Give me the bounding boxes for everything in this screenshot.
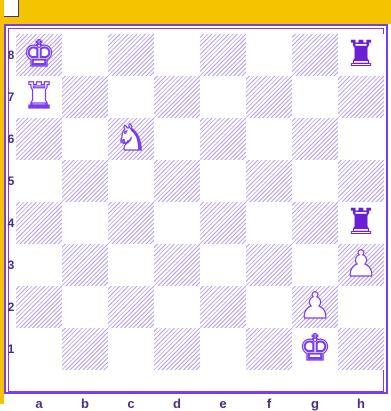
rank-label-3: 3 [6, 244, 16, 286]
square-e5[interactable] [200, 160, 246, 202]
square-c1[interactable] [108, 328, 154, 370]
square-d1[interactable] [154, 328, 200, 370]
square-h1[interactable] [338, 328, 384, 370]
square-f7[interactable] [246, 76, 292, 118]
square-e1[interactable] [200, 328, 246, 370]
white-knight-c6-icon[interactable]: ♞ [108, 118, 154, 160]
square-f3[interactable] [246, 244, 292, 286]
square-e7[interactable] [200, 76, 246, 118]
square-h7[interactable] [338, 76, 384, 118]
square-b1[interactable] [62, 328, 108, 370]
square-d5[interactable] [154, 160, 200, 202]
rank-label-8: 8 [6, 34, 16, 76]
window-notch [4, 0, 19, 17]
square-b4[interactable] [62, 202, 108, 244]
square-f2[interactable] [246, 286, 292, 328]
square-b3[interactable] [62, 244, 108, 286]
square-e4[interactable] [200, 202, 246, 244]
square-d6[interactable] [154, 118, 200, 160]
square-a4[interactable] [16, 202, 62, 244]
square-c4[interactable] [108, 202, 154, 244]
square-a5[interactable] [16, 160, 62, 202]
square-d3[interactable] [154, 244, 200, 286]
square-c7[interactable] [108, 76, 154, 118]
square-c8[interactable] [108, 34, 154, 76]
square-a2[interactable] [16, 286, 62, 328]
square-b6[interactable] [62, 118, 108, 160]
square-e2[interactable] [200, 286, 246, 328]
square-b8[interactable] [62, 34, 108, 76]
square-b5[interactable] [62, 160, 108, 202]
white-rook-a7-icon[interactable]: ♜ [16, 76, 62, 118]
square-d7[interactable] [154, 76, 200, 118]
square-c5[interactable] [108, 160, 154, 202]
square-f8[interactable] [246, 34, 292, 76]
white-pawn-g2-icon[interactable]: ♟ [292, 286, 338, 328]
square-c2[interactable] [108, 286, 154, 328]
square-e3[interactable] [200, 244, 246, 286]
rank-label-6: 6 [6, 118, 16, 160]
square-g6[interactable] [292, 118, 338, 160]
square-f5[interactable] [246, 160, 292, 202]
rank-label-4: 4 [6, 202, 16, 244]
rank-label-7: 7 [6, 76, 16, 118]
square-e8[interactable] [200, 34, 246, 76]
square-f6[interactable] [246, 118, 292, 160]
square-g8[interactable] [292, 34, 338, 76]
square-a6[interactable] [16, 118, 62, 160]
rank-label-2: 2 [6, 286, 16, 328]
square-d8[interactable] [154, 34, 200, 76]
square-g5[interactable] [292, 160, 338, 202]
square-f1[interactable] [246, 328, 292, 370]
white-king-a8-icon[interactable]: ♚ [16, 34, 62, 76]
square-f4[interactable] [246, 202, 292, 244]
square-d2[interactable] [154, 286, 200, 328]
square-h5[interactable] [338, 160, 384, 202]
rank-label-1: 1 [6, 328, 16, 370]
square-b2[interactable] [62, 286, 108, 328]
square-b7[interactable] [62, 76, 108, 118]
square-a3[interactable] [16, 244, 62, 286]
square-c3[interactable] [108, 244, 154, 286]
white-pawn-h3-icon[interactable]: ♟ [338, 244, 384, 286]
square-d4[interactable] [154, 202, 200, 244]
square-h6[interactable] [338, 118, 384, 160]
chess-board[interactable]: ♚♜♜♞♜♟♟♚ [16, 34, 384, 370]
square-g7[interactable] [292, 76, 338, 118]
square-a1[interactable] [16, 328, 62, 370]
square-e6[interactable] [200, 118, 246, 160]
rank-label-5: 5 [6, 160, 16, 202]
square-h2[interactable] [338, 286, 384, 328]
white-king-g1-icon[interactable]: ♚ [292, 328, 338, 370]
square-g3[interactable] [292, 244, 338, 286]
black-rook-h8-icon[interactable]: ♜ [338, 34, 384, 76]
square-g4[interactable] [292, 202, 338, 244]
header-bar [0, 0, 391, 24]
black-rook-h4-icon[interactable]: ♜ [338, 202, 384, 244]
